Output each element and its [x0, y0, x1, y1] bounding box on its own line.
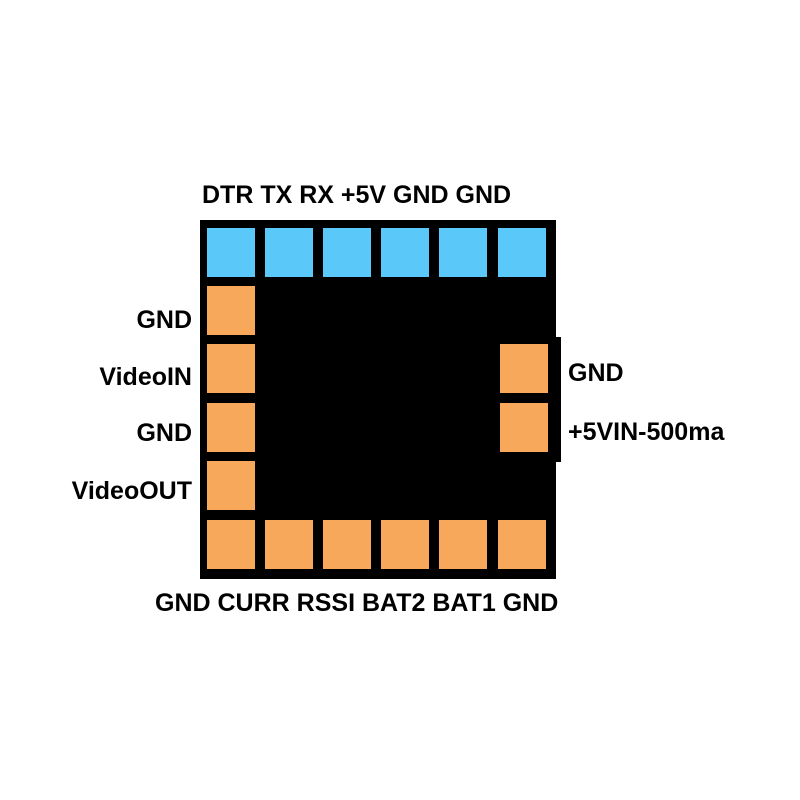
right-pin-label-gnd: GND	[568, 359, 624, 387]
pad-top-tx	[265, 228, 313, 277]
pad-bottom-gnd-1	[207, 520, 255, 569]
pad-left-videoout	[207, 461, 255, 510]
pad-bottom-rssi	[323, 520, 371, 569]
right-pin-label-5vin: +5VIN-500ma	[568, 418, 725, 446]
top-header-label: DTR TX RX +5V GND GND	[202, 181, 512, 209]
left-pin-label-gnd-1: GND	[136, 306, 192, 334]
pad-right-gnd	[500, 344, 548, 393]
left-pin-label-videoout: VideoOUT	[71, 477, 192, 505]
board-edge	[553, 337, 561, 462]
bottom-header-label: GND CURR RSSI BAT2 BAT1 GND	[155, 589, 559, 617]
pad-top-dtr	[207, 228, 255, 277]
pad-bottom-bat1	[439, 520, 487, 569]
pad-left-gnd-2	[207, 403, 255, 452]
pad-left-videoin	[207, 344, 255, 393]
pad-top-rx	[323, 228, 371, 277]
pad-bottom-curr	[265, 520, 313, 569]
pad-left-gnd-1	[207, 286, 255, 335]
pad-bottom-bat2	[381, 520, 429, 569]
pad-top-gnd-1	[439, 228, 487, 277]
pad-bottom-gnd-2	[498, 520, 546, 569]
left-pin-label-gnd-2: GND	[136, 419, 192, 447]
pad-right-5vin	[500, 403, 548, 452]
left-pin-label-videoin: VideoIN	[99, 363, 192, 391]
osd-board	[200, 220, 556, 579]
pad-top-gnd-2	[498, 228, 546, 277]
pad-top-5v	[381, 228, 429, 277]
